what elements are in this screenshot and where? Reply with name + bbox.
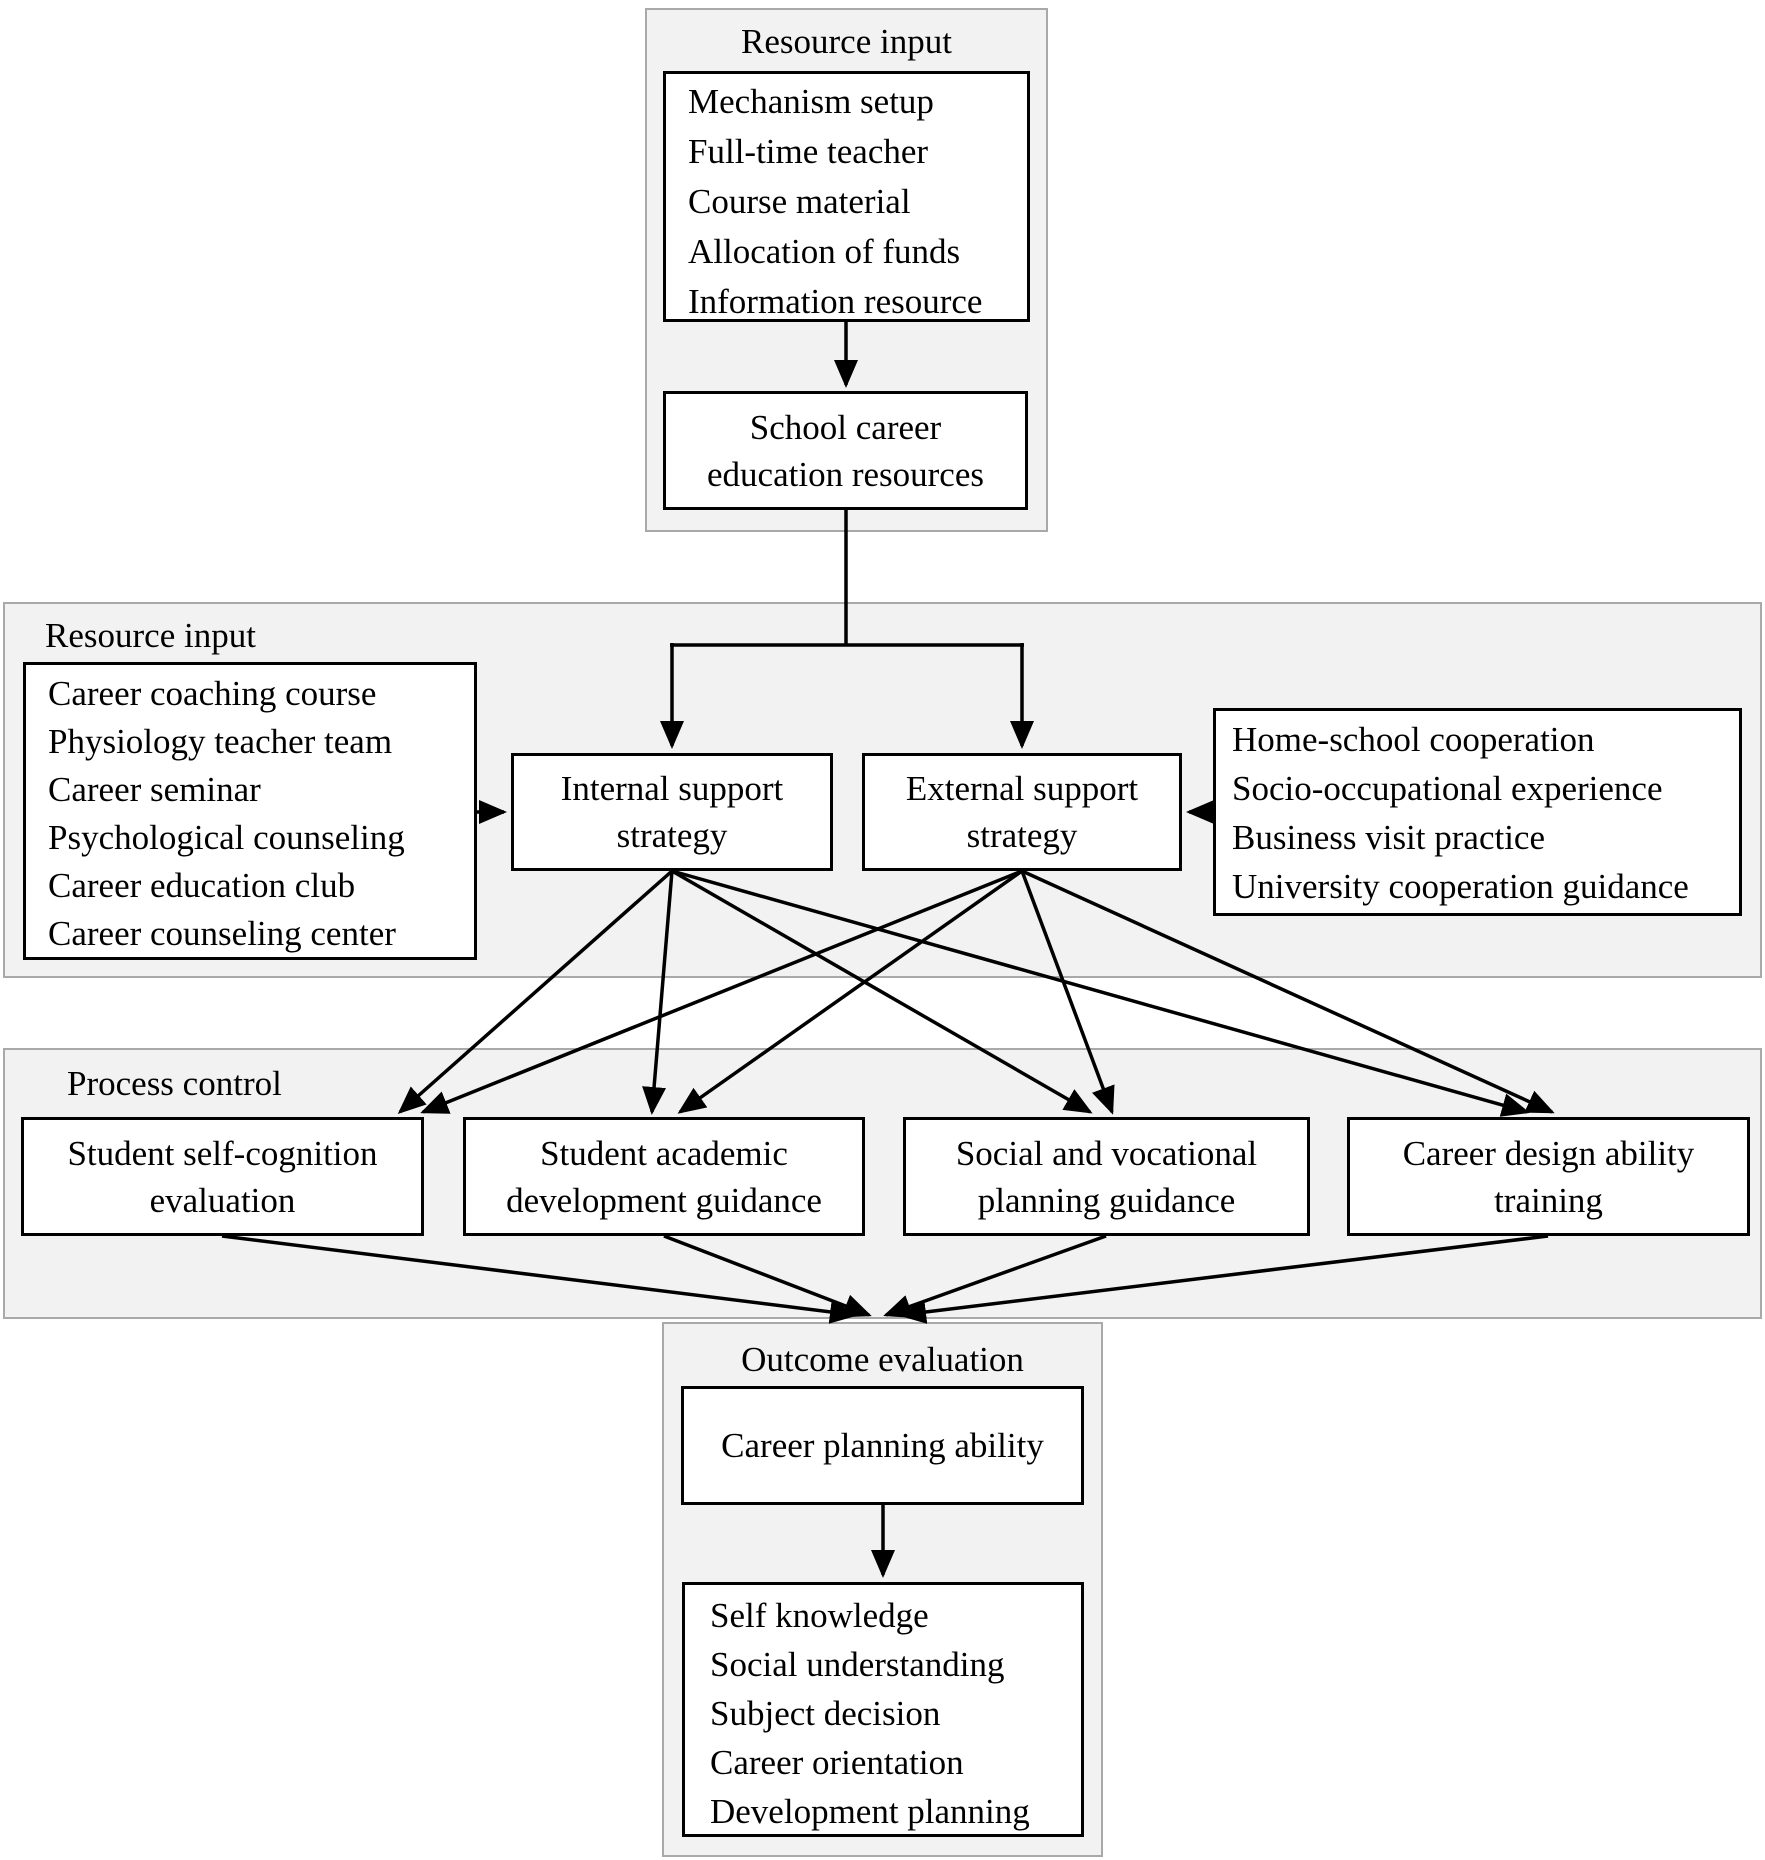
school-career-resources-box: School career education resources [663, 391, 1028, 510]
list-item: Course material [688, 182, 911, 221]
list-item: Business visit practice [1232, 818, 1546, 857]
list-item: Psychological counseling [48, 818, 405, 857]
list-item: Career orientation [710, 1743, 964, 1782]
career-planning-ability-box: Career planning ability [681, 1386, 1084, 1505]
list-item: Subject decision [710, 1694, 941, 1733]
top-section-title: Resource input [741, 22, 952, 61]
process-box-academic-guidance: Student academic development guidance [463, 1117, 865, 1236]
list-item: Allocation of funds [688, 232, 961, 271]
list-item: University cooperation guidance [1232, 867, 1689, 906]
list-item: Social understanding [710, 1645, 1005, 1684]
list-item: Development planning [710, 1792, 1030, 1831]
list-item: Socio-occupational experience [1232, 769, 1663, 808]
list-item: Home-school cooperation [1232, 720, 1595, 759]
external-resource-list-box: Home-school cooperation Socio-occupation… [1213, 708, 1742, 916]
process-section-title: Process control [67, 1064, 282, 1103]
process-box-career-design: Career design ability training [1347, 1117, 1750, 1236]
list-item: Career counseling center [48, 914, 396, 953]
list-item: Information resource [688, 282, 983, 321]
resource-input-list-box: Mechanism setup Full-time teacher Course… [663, 71, 1030, 322]
process-box-self-cognition: Student self-cognition evaluation [21, 1117, 424, 1236]
list-item: Full-time teacher [688, 132, 929, 171]
outcome-section-title: Outcome evaluation [741, 1340, 1024, 1379]
list-item: Mechanism setup [688, 82, 934, 121]
external-support-strategy-box: External support strategy [862, 753, 1182, 871]
list-item: Career education club [48, 866, 356, 905]
internal-support-strategy-box: Internal support strategy [511, 753, 833, 871]
middle-section-title: Resource input [45, 616, 256, 655]
list-item: Self knowledge [710, 1596, 929, 1635]
outcome-list-box: Self knowledge Social understanding Subj… [682, 1582, 1084, 1837]
list-item: Physiology teacher team [48, 722, 393, 761]
process-box-vocational-planning: Social and vocational planning guidance [903, 1117, 1310, 1236]
list-item: Career coaching course [48, 674, 377, 713]
internal-resource-list-box: Career coaching course Physiology teache… [23, 662, 477, 960]
list-item: Career seminar [48, 770, 261, 809]
